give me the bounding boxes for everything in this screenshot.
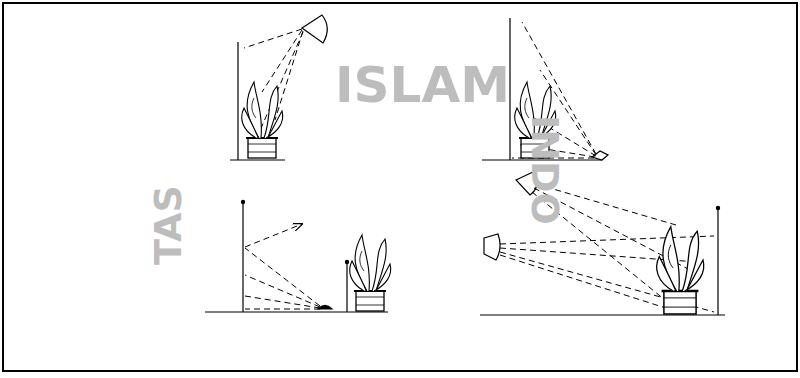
watermark-text: INDO (526, 115, 564, 225)
watermark-text: ISLAM (335, 60, 510, 110)
watermark-text: TAS (149, 185, 187, 265)
